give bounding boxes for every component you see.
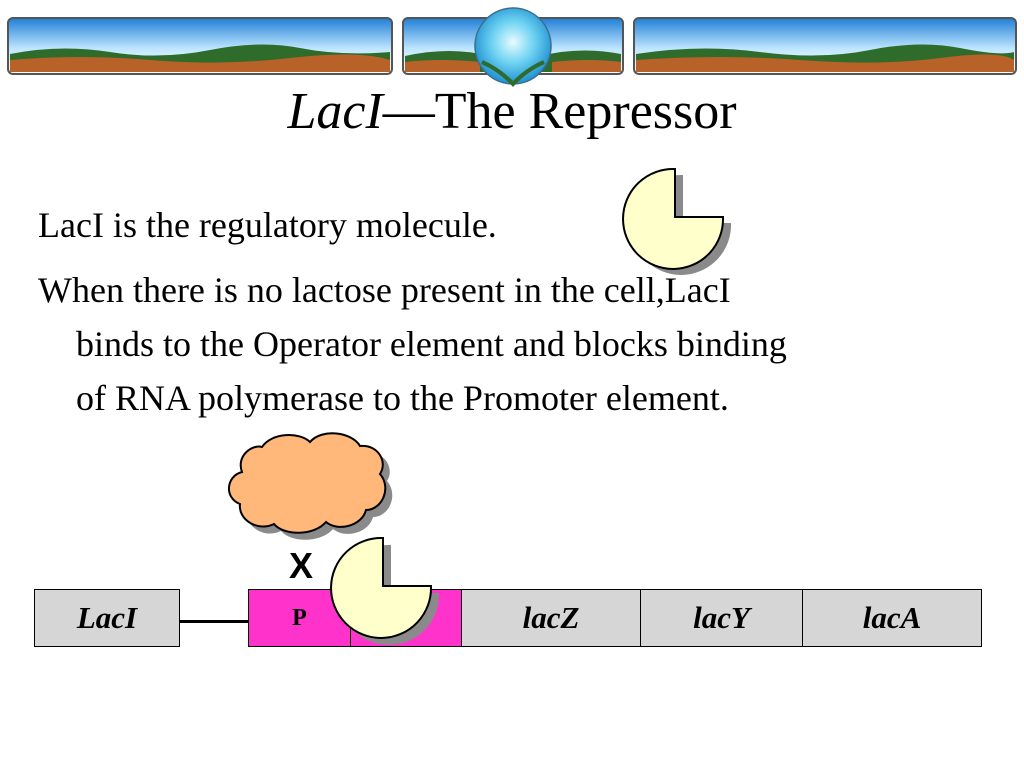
- gene-laci: LacI: [34, 589, 180, 647]
- header-banner: [7, 7, 1017, 87]
- statement-binding: When there is no lactose present in the …: [38, 263, 998, 425]
- statement-regulatory-molecule: LacI is the regulatory molecule.: [38, 205, 497, 245]
- pacman-repressor-icon: [622, 167, 732, 275]
- title-rest: —The Repressor: [382, 83, 737, 140]
- operator-element: [350, 589, 462, 647]
- cloud-polymerase-icon: [228, 432, 393, 540]
- gene-laca: lacA: [802, 589, 982, 647]
- statement-binding-line-3: of RNA polymerase to the Promoter elemen…: [76, 378, 729, 418]
- blocked-mark: X: [289, 545, 314, 586]
- gene-lacy: lacY: [640, 589, 803, 647]
- gene-lacz: lacZ: [461, 589, 641, 647]
- statement-binding-line-1: When there is no lactose present in the …: [38, 270, 731, 310]
- title-italic: LacI: [287, 83, 383, 140]
- statement-binding-line-2: binds to the Operator element and blocks…: [76, 324, 787, 364]
- banner-panel-left: [7, 17, 393, 75]
- globe-icon: [474, 7, 552, 87]
- slide-title: LacI—The Repressor: [0, 80, 1024, 144]
- promoter-element: P: [248, 589, 351, 647]
- banner-panel-right: [633, 17, 1017, 75]
- dna-linker: [180, 620, 248, 623]
